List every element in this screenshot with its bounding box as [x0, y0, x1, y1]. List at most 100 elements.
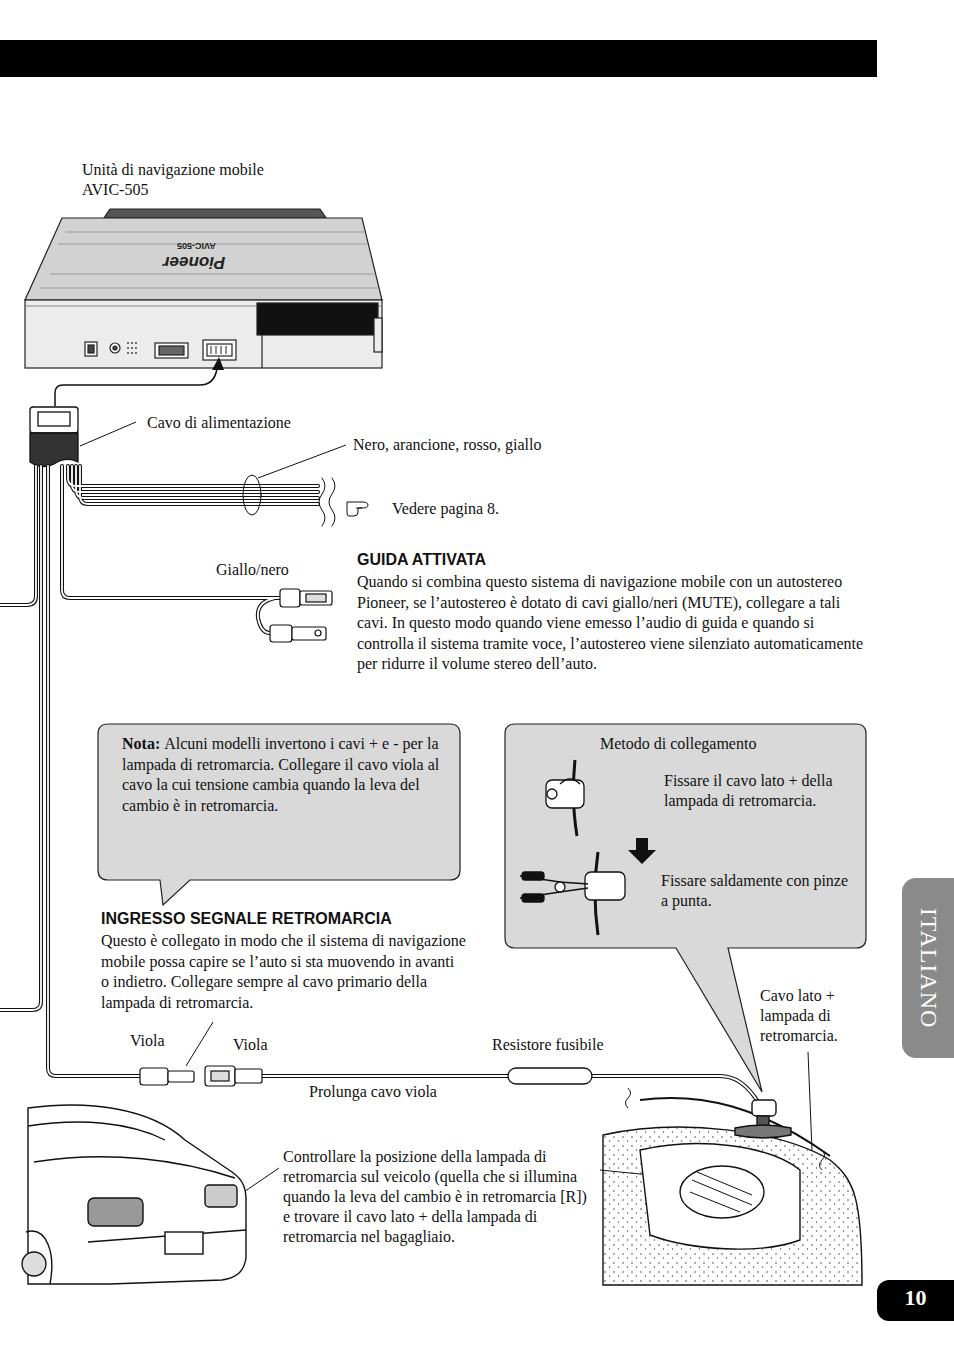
wires: [243, 475, 261, 515]
device-drawing: [66, 231, 364, 232]
car-illustration: [22, 1252, 46, 1276]
purple-connectors: [168, 1071, 194, 1082]
trunk-illustration: [640, 1144, 800, 1249]
hand-symbol: [347, 502, 368, 516]
clip-drawing: [546, 780, 584, 808]
node-heading: Metodo di collegamento: [600, 734, 756, 754]
page-number: 10: [877, 1280, 954, 1321]
device-drawing: [257, 303, 378, 335]
wires: [72, 466, 318, 492]
trunk-illustration: [752, 1100, 776, 1116]
device-drawing: [221, 346, 222, 354]
section-heading: GUIDA ATTIVATA: [357, 550, 486, 570]
trunk-illustration: [640, 1098, 830, 1156]
wires: [262, 1074, 508, 1078]
wires: [0, 466, 41, 1010]
power-plug: [30, 407, 78, 433]
device-drawing: [207, 344, 232, 356]
device-drawing: [127, 352, 129, 354]
device-drawing: [40, 287, 378, 288]
wires: [68, 466, 318, 486]
device-drawing: [85, 342, 97, 356]
wires: [262, 1075, 508, 1077]
yellow-black-connectors: [306, 594, 326, 602]
car-illustration: [34, 1157, 235, 1178]
device-drawing: [25, 209, 382, 368]
wire-label: Viola: [233, 1035, 268, 1055]
trunk-illustration: [626, 1088, 631, 1108]
clip-drawing: [520, 760, 656, 935]
leader-lines: [808, 1052, 812, 1150]
node-text: Alcuni modelli invertono i cavi + e - pe…: [122, 735, 439, 814]
trunk-illustration: [680, 1166, 764, 1218]
section-heading: INGRESSO SEGNALE RETROMARCIA: [101, 909, 392, 929]
leader-lines: [80, 422, 136, 446]
leader-lines: [258, 445, 346, 478]
connection-arrow: [55, 369, 217, 406]
fuse-resistor: [508, 1068, 592, 1084]
device-drawing: [110, 343, 120, 353]
method-callout: Metodo di collegamentoFissare il cavo la…: [505, 724, 866, 948]
connection-arrow: [55, 357, 224, 406]
purple-connectors: [211, 1071, 229, 1081]
device-drawing: [127, 342, 129, 344]
clip-drawing: [522, 872, 544, 880]
clip-drawing: [555, 882, 565, 892]
wires: [68, 466, 318, 486]
car-illustration: [28, 1122, 165, 1140]
device-drawing: [104, 209, 326, 218]
device-drawing: [25, 300, 382, 368]
device-drawing: [374, 318, 382, 352]
wires: [319, 478, 325, 526]
car-illustration: [88, 1198, 143, 1226]
yellow-black-connectors: [270, 625, 292, 642]
trunk-illustration: [820, 1150, 825, 1170]
clip-drawing: [522, 894, 544, 902]
header-bar: [0, 40, 877, 77]
section-body: Questo è collegato in modo che il sistem…: [101, 931, 466, 1013]
car-illustration: [22, 1105, 246, 1284]
note-callout: Nota:Alcuni modelli invertono i cavi + e…: [98, 724, 460, 880]
node-text: Fissare saldamente con pinze a punta.: [661, 871, 851, 911]
brand-logo: Pioneer: [163, 253, 225, 271]
connection-arrow: [212, 357, 224, 370]
power-plug: [30, 433, 78, 467]
unit-caption: Unità di navigazione mobile AVIC-505: [82, 160, 297, 200]
trunk-illustration: [603, 1127, 862, 1285]
node-heading: 10: [877, 1280, 954, 1315]
power-plug: [30, 407, 78, 467]
device-drawing: [211, 346, 226, 354]
yellow-black-connectors: [300, 591, 332, 605]
wires: [329, 478, 335, 526]
device-drawing: [131, 342, 133, 344]
car-illustration: [28, 1105, 246, 1284]
leader-lines: [186, 1022, 213, 1066]
wires: [0, 466, 41, 1010]
device-drawing: [203, 340, 236, 360]
device-drawing: [127, 347, 129, 349]
yellow-black-connectors: [292, 627, 326, 640]
part-label: Prolunga cavo viola: [309, 1082, 437, 1102]
wires: [80, 466, 318, 504]
purple-connectors: [205, 1066, 235, 1086]
device-drawing: [113, 346, 117, 350]
device-drawing: [135, 342, 137, 344]
page-reference: Vedere pagina 8.: [392, 499, 499, 519]
node-heading: Nota:: [122, 735, 160, 752]
power-plug: [38, 412, 70, 426]
wire-label: Cavo lato + lampada di retromarcia.: [760, 986, 878, 1046]
purple-connectors: [140, 1068, 168, 1085]
device-drawing: [159, 346, 184, 355]
cable-label: Cavo di alimentazione: [147, 413, 291, 433]
wire-colors: Nero, arancione, rosso, giallo: [353, 435, 541, 455]
wires: [72, 466, 318, 492]
purple-connectors: [235, 1069, 262, 1083]
node-heading: ITALIANO: [915, 908, 942, 1029]
trunk-illustration: [603, 1088, 862, 1285]
hand-symbol: [347, 502, 368, 516]
wire-label: Giallo/nero: [216, 560, 289, 580]
clip-drawing: [628, 838, 656, 864]
device-drawing: [88, 345, 94, 353]
device-drawing: [226, 346, 227, 354]
clip-drawing: [547, 789, 557, 799]
